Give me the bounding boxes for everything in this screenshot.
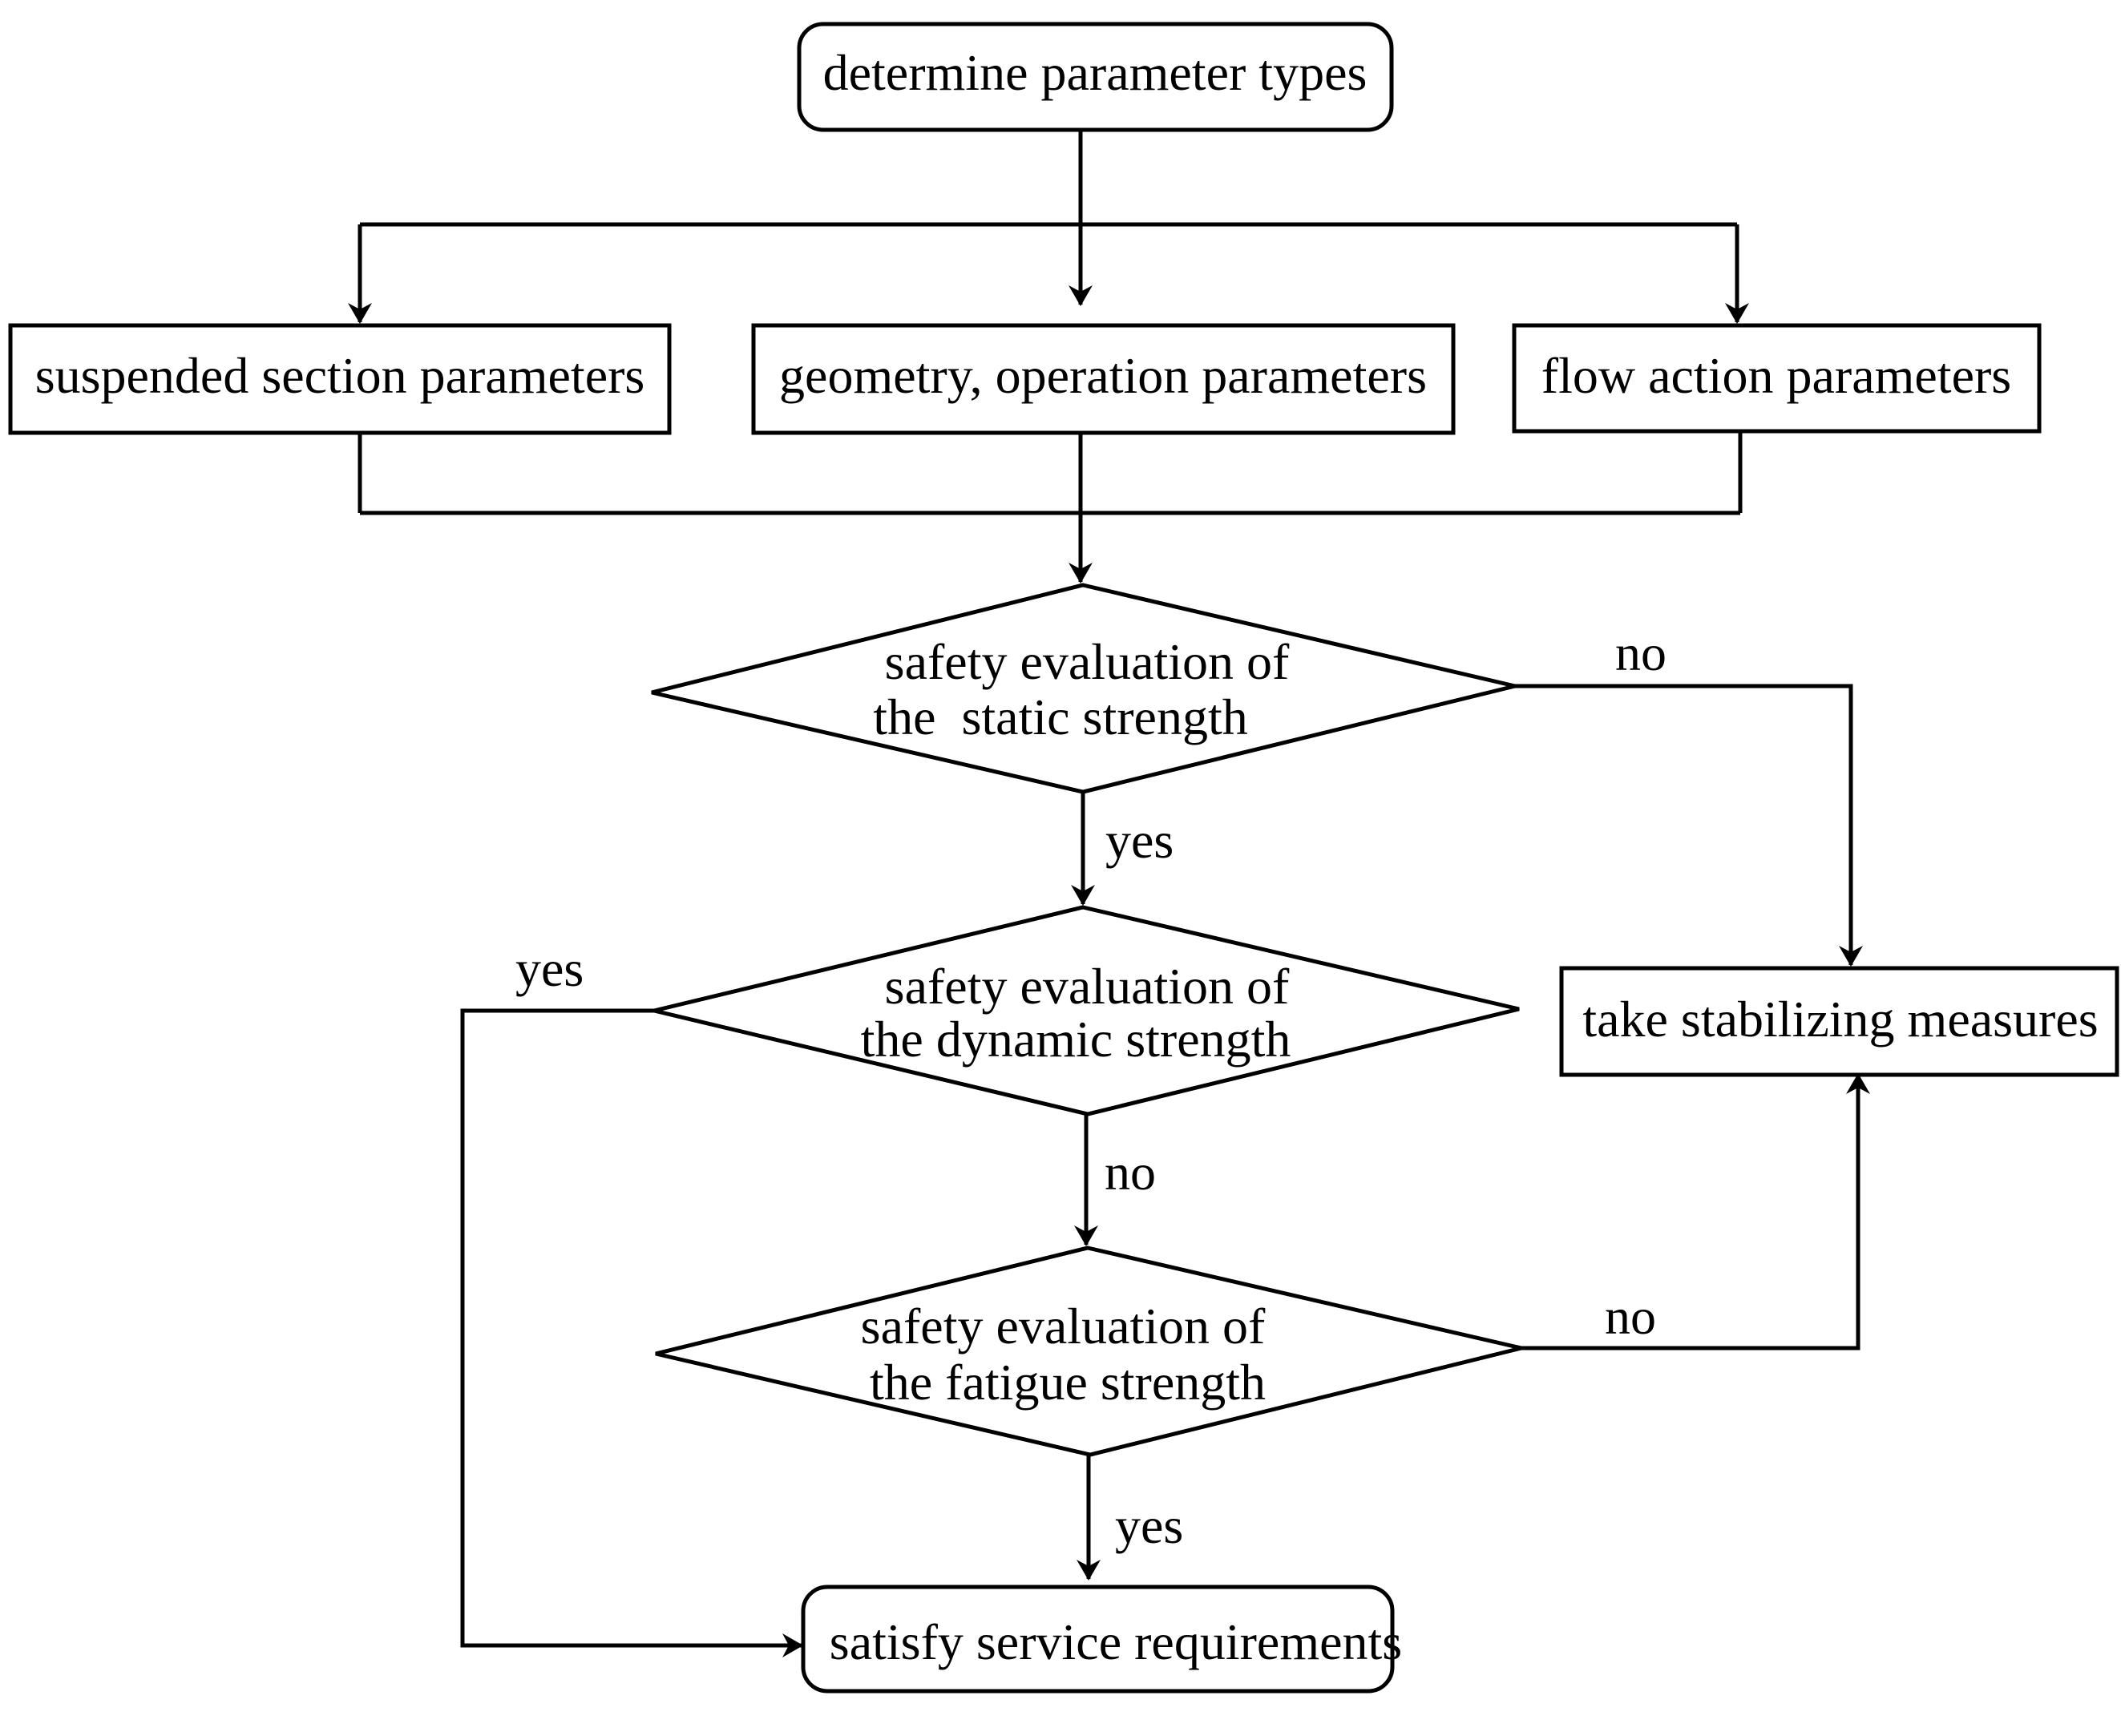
static-diamond xyxy=(651,583,1516,794)
edge-label-fatigue-no: no xyxy=(1605,1288,1656,1345)
edge-label-dynamic-yes: yes xyxy=(515,940,584,997)
suspended-box xyxy=(8,323,672,435)
static-line1: safety evaluation of xyxy=(885,633,1290,690)
connector-dynamic-yes xyxy=(460,1008,803,1657)
geometry-box xyxy=(751,323,1456,435)
flow-label: flow action parameters xyxy=(1541,347,2011,404)
dynamic-diamond xyxy=(653,905,1520,1116)
node-dynamic-strength-decision: safety evaluation of the dynamic strengt… xyxy=(653,905,1520,1116)
suspended-label: suspended section parameters xyxy=(35,347,645,404)
stabilize-label: take stabilizing measures xyxy=(1582,991,2098,1048)
fatigue-diamond xyxy=(655,1245,1522,1457)
node-flow-action-parameters: flow action parameters xyxy=(1512,323,2042,434)
node-static-strength-decision: safety evaluation of the static strength xyxy=(651,583,1516,794)
geometry-label: geometry, operation parameters xyxy=(779,347,1427,404)
satisfy-label: satisfy service requirements xyxy=(830,1613,1402,1670)
connectors xyxy=(348,130,1870,1657)
connector-fatigue-no xyxy=(1521,1073,1870,1350)
fatigue-line1: safety evaluation of xyxy=(861,1298,1266,1354)
node-fatigue-strength-decision: safety evaluation of the fatigue strengt… xyxy=(655,1245,1522,1457)
node-start: determine parameter types xyxy=(797,22,1394,132)
start-box xyxy=(797,22,1394,132)
node-take-stabilizing-measures: take stabilizing measures xyxy=(1559,966,2119,1077)
edge-label-dynamic-no: no xyxy=(1105,1144,1156,1201)
node-satisfy-service-requirements: satisfy service requirements xyxy=(801,1585,1402,1694)
fatigue-line2: the fatigue strength xyxy=(870,1354,1266,1411)
edge-label-static-yes: yes xyxy=(1105,812,1174,869)
node-suspended-section-parameters: suspended section parameters xyxy=(8,323,672,435)
static-line2: the static strength xyxy=(873,688,1247,745)
satisfy-box xyxy=(801,1585,1395,1694)
edge-labels: no yes yes no no yes xyxy=(515,624,1666,1554)
start-label: determine parameter types xyxy=(823,44,1368,101)
connector-static-no xyxy=(1515,684,1863,967)
stabilize-box xyxy=(1559,966,2119,1077)
node-geometry-operation-parameters: geometry, operation parameters xyxy=(751,323,1456,435)
dynamic-line1: safety evaluation of xyxy=(885,958,1290,1015)
edge-label-static-no: no xyxy=(1615,624,1666,681)
dynamic-line2: the dynamic strength xyxy=(861,1011,1291,1068)
flow-box xyxy=(1512,323,2042,434)
edge-label-fatigue-yes: yes xyxy=(1115,1497,1183,1554)
